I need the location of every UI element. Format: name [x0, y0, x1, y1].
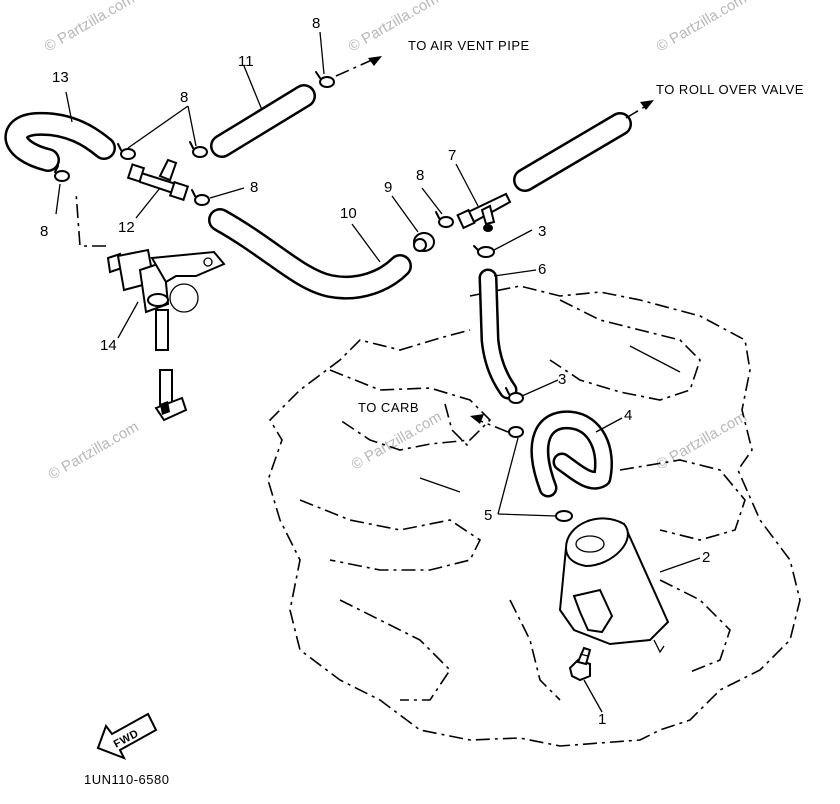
watermark-mid-right: © Partzilla.com — [654, 408, 750, 473]
part-2-canister — [558, 517, 670, 654]
arrow-roll-over — [640, 100, 654, 110]
callout-13: 13 — [52, 69, 69, 86]
engine-outline — [267, 285, 801, 747]
clamp-8-left-b — [189, 141, 208, 158]
watermark-mid-left: © Partzilla.com — [46, 418, 142, 483]
callout-8-bottom-left: 8 — [40, 223, 48, 240]
callout-3-upper: 3 — [538, 223, 546, 240]
clamp-5-lower — [555, 510, 573, 522]
leader-lines — [55, 31, 701, 713]
callout-12: 12 — [118, 219, 135, 236]
callout-7: 7 — [448, 147, 456, 164]
callout-2: 2 — [702, 549, 710, 566]
part-1-bolt — [568, 646, 592, 682]
clamp-8-left-c — [191, 189, 210, 206]
part-9-plug — [413, 232, 435, 252]
part-4-hose — [530, 410, 613, 498]
callout-11: 11 — [238, 53, 254, 70]
part-10-hose — [208, 208, 412, 300]
fwd-arrow: FWD — [96, 712, 158, 760]
flow-arrows — [75, 56, 654, 433]
clamp-8-right — [435, 211, 454, 228]
callout-8-top: 8 — [312, 15, 320, 32]
callout-1: 1 — [598, 711, 606, 728]
callout-10: 10 — [340, 205, 357, 222]
diagram-code: 1UN110-6580 — [84, 772, 169, 787]
callout-8-left: 8 — [180, 89, 188, 106]
label-to-carb: TO CARB — [358, 400, 419, 415]
callout-4: 4 — [624, 407, 632, 424]
callout-14: 14 — [100, 337, 117, 354]
callouts: 8 11 13 8 7 8 9 8 8 10 12 3 6 14 3 4 5 2… — [40, 15, 710, 728]
callout-8-right: 8 — [416, 167, 424, 184]
clamp-8-left-a — [117, 143, 136, 160]
clamps — [54, 71, 573, 522]
clamp-3-lower — [505, 387, 524, 404]
label-to-roll-over-valve: TO ROLL OVER VALVE — [656, 82, 804, 97]
callout-8-mid: 8 — [250, 179, 258, 196]
part-7-t-joint — [456, 192, 512, 232]
part-12-t-joint — [126, 158, 190, 202]
part-13-hose — [4, 111, 116, 172]
callout-5: 5 — [484, 507, 492, 524]
callout-9: 9 — [384, 179, 392, 196]
callout-3-lower: 3 — [558, 371, 566, 388]
watermark-mid-center: © Partzilla.com — [349, 408, 445, 473]
label-to-air-vent-pipe: TO AIR VENT PIPE — [408, 38, 530, 53]
part-14-valve — [106, 248, 226, 422]
clamp-8-airvent — [315, 71, 335, 88]
watermark-top-right: © Partzilla.com — [654, 0, 750, 55]
part-6-hose — [478, 268, 518, 400]
watermark-top-left: © Partzilla.com — [42, 0, 138, 55]
callout-6: 6 — [538, 261, 546, 278]
part-11-hose — [210, 84, 316, 158]
clamp-5-upper — [508, 426, 524, 438]
clamp-3-upper — [473, 245, 495, 258]
arrow-carb — [470, 414, 484, 424]
arrow-air-vent — [368, 56, 382, 66]
clamp-8-hose13 — [54, 165, 70, 182]
roll-over-hose — [513, 112, 632, 192]
